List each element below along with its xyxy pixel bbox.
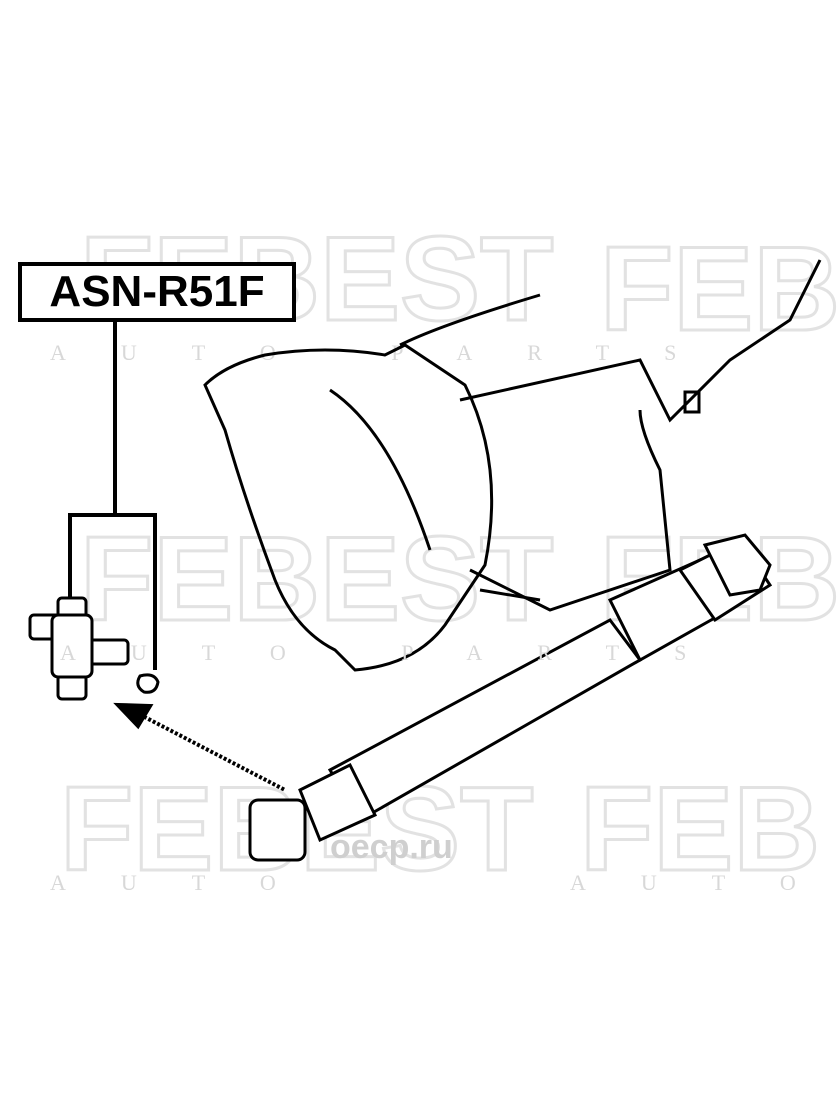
watermark-brand: FEBEST xyxy=(80,512,553,646)
watermark-brand: FEB xyxy=(600,222,840,356)
watermark-layer-top: AUTO PARTS xyxy=(60,640,741,665)
watermark-brand: FEB xyxy=(580,762,820,896)
site-watermark: oecp.ru xyxy=(330,828,453,866)
watermark-subtitle: AUTO xyxy=(50,870,331,895)
watermark-subtitle: AUTO PARTS xyxy=(60,640,741,665)
propeller-shaft xyxy=(248,533,773,862)
leader-lines xyxy=(68,322,157,670)
transmission xyxy=(203,259,822,672)
watermark-subtitle: AUTO xyxy=(570,870,840,895)
retaining-clip xyxy=(136,673,160,694)
arrow xyxy=(113,702,286,792)
universal-joint xyxy=(28,596,130,701)
part-number-label: ASN-R51F xyxy=(18,262,296,322)
